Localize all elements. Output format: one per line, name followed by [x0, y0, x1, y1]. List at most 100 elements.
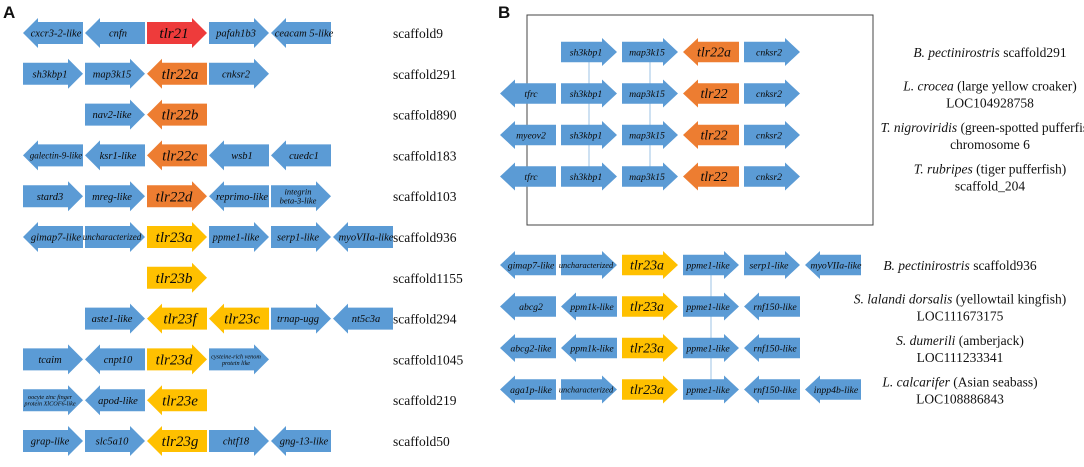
panel-b-gene-myeov2-arrow: myeov2 [500, 121, 556, 149]
panel-b-gene-ppme1-like-arrow: ppme1-like [683, 334, 739, 362]
panel-b-gene-map3k15-arrow: map3k15 [622, 38, 678, 66]
panel-a-gene-label: tlr23e [162, 393, 198, 409]
panel-b-gene-label: cnksr2 [756, 47, 782, 58]
panel-b-gene-shape [500, 79, 556, 108]
panel-a-gene-shape [271, 140, 331, 171]
panel-a-gene-tlr23f-arrow: tlr23f [147, 303, 207, 334]
panel-a-gene-shape [23, 18, 83, 48]
panel-a-gene-shape [85, 140, 145, 171]
panel-a-scaffold-label: scaffold9 [393, 26, 443, 41]
panel-b-gene-shape [561, 251, 617, 279]
panel-b-gene-shape [683, 251, 739, 279]
panel-a-scaffold-label: scaffold291 [393, 67, 457, 82]
panel-b-gene-shape [561, 121, 617, 149]
panel-b-gene-label: tlr23a [630, 300, 664, 315]
panel-b-gene-shape [683, 121, 739, 149]
panel-b-gene-sh3kbp1-arrow: sh3kbp1 [561, 121, 617, 149]
panel-a-gene-label: tlr23d [156, 353, 193, 369]
panel-a-gene-shape [271, 18, 331, 48]
panel-a-gene-shape [23, 426, 83, 456]
panel-b-gene-tlr22-arrow: tlr22 [683, 162, 739, 191]
panel-b-gene-tlr22-arrow: tlr22 [683, 79, 739, 108]
panel-b-gene-shape [744, 334, 800, 362]
panel-a-gene-label: mreg-like [92, 192, 132, 203]
panel-a-letter: A [3, 3, 15, 22]
panel-a-gene-label: tlr23a [156, 230, 193, 246]
panel-a-gene-shape [147, 222, 207, 252]
panel-b-gene-shape [500, 375, 556, 404]
panel-a-gene-shape [209, 303, 269, 334]
panel-a-gene-shape [23, 385, 83, 416]
panel-a-gene-mreg-like-arrow: mreg-like [85, 181, 145, 212]
panel-a-gene-shape [333, 303, 393, 334]
panel-b-locus-label: chromosome 6 [950, 137, 1030, 152]
panel-a-gene-label: ppme1-like [212, 233, 260, 244]
panel-a-scaffold-label: scaffold1045 [393, 352, 463, 367]
panel-a-gene-label: galectin-9-like [30, 150, 82, 160]
panel-b-gene-shape [622, 292, 678, 321]
panel-b-locus-label: LOC104928758 [946, 96, 1034, 111]
panel-b-gene-aga1p-like-arrow: aga1p-like [500, 375, 556, 404]
panel-a-gene-shape [23, 181, 83, 212]
panel-b-gene-tfrc-arrow: tfrc [500, 162, 556, 191]
panel-a-gene-galectin-9-like-arrow: galectin-9-like [23, 140, 83, 171]
panel-a-gene-label: cnfn [109, 29, 127, 40]
panel-b-gene-shape [622, 251, 678, 279]
panel-a-gene-shape [147, 426, 207, 456]
panel-a-gene-shape [147, 18, 207, 48]
panel-a-gene-ksr1-like-arrow: ksr1-like [85, 140, 145, 171]
panel-a-gene-cuedc1-arrow: cuedc1 [271, 140, 331, 171]
panel-b-gene-tlr22a-arrow: tlr22a [683, 38, 739, 66]
panel-a-gene-tlr22b-arrow: tlr22b [147, 99, 207, 130]
panel-b-gene-label: tlr22a [697, 46, 731, 61]
panel-b-gene-shape [500, 162, 556, 191]
panel-a-gene-shape [271, 222, 331, 252]
panel-a-gene-label: nt5c3a [352, 314, 381, 325]
panel-b-gene-shape [622, 79, 678, 108]
panel-b-gene-sh3kbp1-arrow: sh3kbp1 [561, 79, 617, 108]
panel-a-gene-label: slc5a10 [96, 437, 129, 448]
panel-a-gene-shape [85, 385, 145, 416]
panel-b-gene-ppm1k-like-arrow: ppm1k-like [561, 292, 617, 321]
panel-b-locus-label: LOC111233341 [917, 350, 1004, 365]
panel-b-gene-tlr22-arrow: tlr22 [683, 121, 739, 149]
panel-a-gene-shape [333, 222, 393, 252]
panel-b-gene-tlr23a-arrow: tlr23a [622, 334, 678, 362]
panel-b-gene-shape [744, 292, 800, 321]
panel-a-gene-trnap-ugg-arrow: trnap-ugg [271, 303, 331, 334]
panel-b-gene-shape [561, 162, 617, 191]
panel-a-gene-cnpt10-arrow: cnpt10 [85, 344, 145, 375]
panel-a-gene-tlr23e-arrow: tlr23e [147, 385, 207, 416]
panel-b-gene-shape [622, 38, 678, 66]
panel-a-gene-label: ksr1-like [100, 151, 137, 162]
panel-b-gene-label: uncharacterized [559, 261, 614, 270]
panel-b-gene-ppme1-like-arrow: ppme1-like [683, 251, 739, 279]
panel-b-gene-shape [561, 375, 617, 404]
panel-b-gene-shape [500, 251, 556, 279]
panel-b-gene-shape [744, 79, 800, 108]
panel-a-gene-shape [147, 385, 207, 416]
panel-b-gene-inpp4b-like-arrow: inpp4b-like [805, 375, 861, 404]
panel-a-gene-shape [85, 18, 145, 48]
panel-a-scaffold-label: scaffold936 [393, 230, 457, 245]
panel-b-gene-label: sh3kbp1 [570, 130, 603, 141]
panel-a-gene-gimap7-like-arrow: gimap7-like [23, 222, 83, 252]
panel-a-gene-label: tlr22c [162, 149, 198, 165]
panel-a-gene-tlr23a-arrow: tlr23a [147, 222, 207, 252]
panel-a-gene-shape [85, 426, 145, 456]
panel-b-gene-shape [561, 292, 617, 321]
panel-b-gene-tlr23a-arrow: tlr23a [622, 292, 678, 321]
panel-b-gene-label: inpp4b-like [814, 385, 859, 396]
panel-a-gene-shape [147, 58, 207, 89]
panel-b-locus-label: LOC111673175 [917, 309, 1004, 324]
panel-b-gene-label: tlr23a [630, 342, 664, 357]
panel-a-gene-nt5c3a-arrow: nt5c3a [333, 303, 393, 334]
panel-a-gene-shape [271, 303, 331, 334]
panel-a-gene-label: serp1-like [277, 233, 319, 244]
panel-b-gene-label: sh3kbp1 [570, 47, 603, 58]
